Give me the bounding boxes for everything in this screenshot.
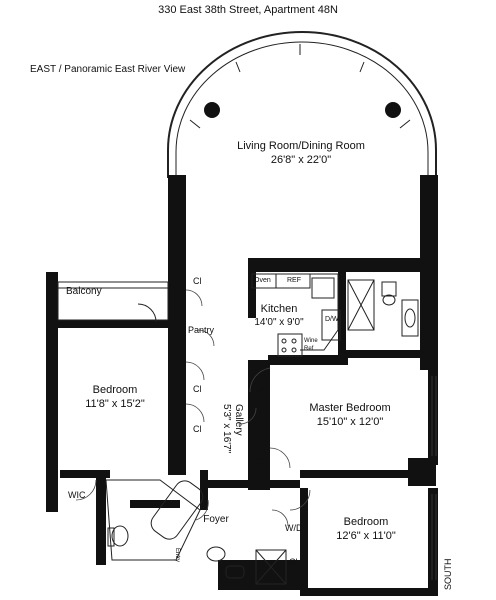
foyer-name: Foyer [203,514,229,525]
ref-label: REF [287,277,301,284]
closet-label-4: Cl [258,386,267,396]
dw-label: D/W [325,316,339,323]
doors [75,289,311,527]
living-room-curved-window [167,31,437,178]
address-title: 330 East 38th Street, Apartment 48N [158,4,338,16]
closet-label-2: Cl [193,384,202,394]
closet-label-1: Cl [193,276,202,286]
entry-label: Entry [174,548,180,563]
bedroom-west-name: Bedroom [92,384,138,396]
view-note: EAST / Panoramic East River View [30,64,186,75]
bedroom-west-dims: 11'8" x 15'2" [85,398,145,410]
wd-name: W/D [285,523,303,533]
living-room-dims: 26'8" x 22'0" [270,154,332,166]
column-west [204,102,220,118]
closet-label-6: Cl [289,557,298,567]
master-bath [347,279,419,337]
living-room-name: Living Room/Dining Room [237,140,365,152]
wine-label: Wine [304,338,318,344]
wine-ref-label: Ref [304,346,314,352]
balcony-area [57,281,169,323]
hall-bath [105,479,204,561]
kitchen-fixtures [251,273,341,357]
gallery-name: Gallery [233,404,244,436]
compass-south: SOUTH [443,558,453,591]
master-bedroom-name: Master Bedroom [309,402,391,414]
bedroom-south-name: Bedroom [343,516,389,528]
gallery-dims: 5'3" x 16'7" [221,404,232,454]
pantry-name: Pantry [188,325,215,335]
master-bedroom-dims: 15'10" x 12'0" [316,416,384,428]
oven-label: Oven [254,277,271,284]
kitchen-name: Kitchen [260,303,298,315]
kitchen-dims: 14'0" x 9'0" [254,317,304,328]
window-marks [431,376,437,580]
wic-name: WIC [68,490,86,500]
powder-room [206,546,287,585]
balcony-name: Balcony [66,286,102,297]
column-east [385,102,401,118]
closet-label-3: Cl [193,424,202,434]
bedroom-south-dims: 12'6" x 11'0" [336,530,396,542]
closet-label-5: Cl [258,456,267,466]
